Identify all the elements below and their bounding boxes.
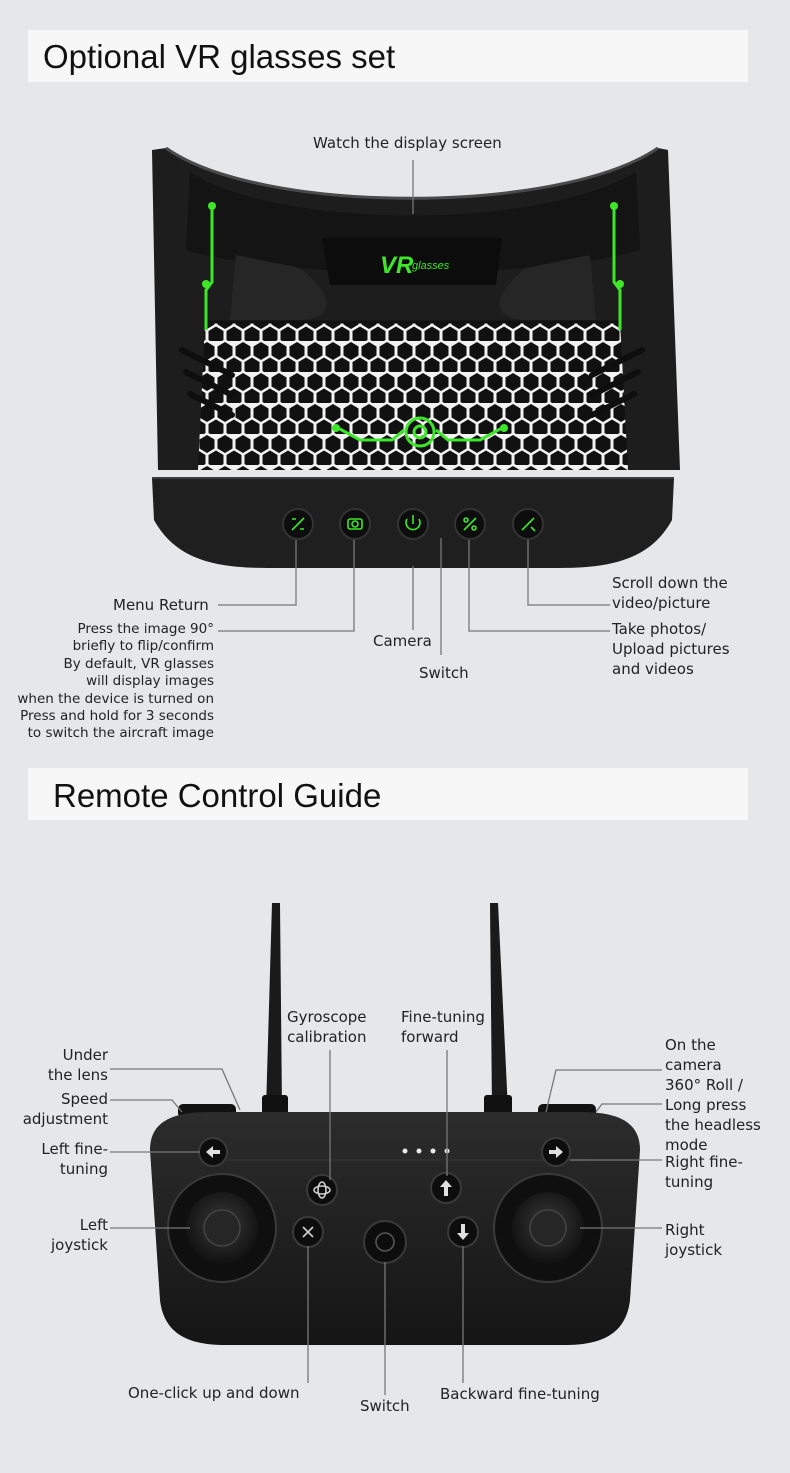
label-remote-switch: Switch xyxy=(360,1397,410,1415)
label-watch-display: Watch the display screen xyxy=(313,134,502,152)
vr-logo-sub: glasses xyxy=(412,260,450,272)
label-right-joystick: Right joystick xyxy=(665,1221,723,1259)
vr-leader-lines xyxy=(218,160,610,655)
remote-section-banner: Remote Control Guide xyxy=(28,768,748,820)
label-under-lens: Under the lens xyxy=(47,1046,108,1084)
right-joystick xyxy=(493,1173,603,1283)
label-left-joystick: Left joystick xyxy=(50,1216,108,1254)
right-antenna xyxy=(490,903,508,1110)
remote-leader-lines xyxy=(110,1050,662,1395)
label-switch: Switch xyxy=(419,664,469,682)
label-backward: Backward fine-tuning xyxy=(440,1385,600,1403)
label-camera: Camera xyxy=(373,632,432,650)
vr-section-banner: Optional VR glasses set xyxy=(28,30,748,82)
vr-logo: VR xyxy=(380,252,414,279)
vr-logo-plate xyxy=(322,238,502,285)
label-left-fine-tuning: Left fine- tuning xyxy=(41,1140,108,1178)
label-one-click: One-click up and down xyxy=(128,1384,300,1402)
label-gyroscope: Gyroscope calibration xyxy=(287,1008,367,1046)
left-antenna xyxy=(266,903,282,1110)
camera-button xyxy=(339,508,371,540)
label-fine-forward: Fine-tuning forward xyxy=(401,1008,485,1046)
remote-section-title: Remote Control Guide xyxy=(53,777,382,814)
switch-button xyxy=(363,1220,407,1264)
left-joystick xyxy=(167,1173,277,1283)
label-take-photos: Take photos/ Upload pictures and videos xyxy=(612,620,730,678)
label-press-image: Press the image 90° briefly to flip/conf… xyxy=(17,621,214,742)
label-scroll-down: Scroll down the video/picture xyxy=(612,574,728,612)
vr-glasses-illustration: VR glasses xyxy=(152,146,680,655)
label-menu-return: Menu Return xyxy=(113,596,209,614)
remote-controller-illustration xyxy=(110,903,662,1395)
label-on-camera: On the camera 360° Roll / Long press the… xyxy=(665,1036,761,1154)
label-right-fine-tuning: Right fine- tuning xyxy=(665,1153,743,1191)
vr-buttons xyxy=(282,508,544,540)
label-speed-adjustment: Speed adjustment xyxy=(22,1090,108,1128)
gyroscope-button xyxy=(306,1174,338,1206)
vr-section-title: Optional VR glasses set xyxy=(43,38,396,75)
